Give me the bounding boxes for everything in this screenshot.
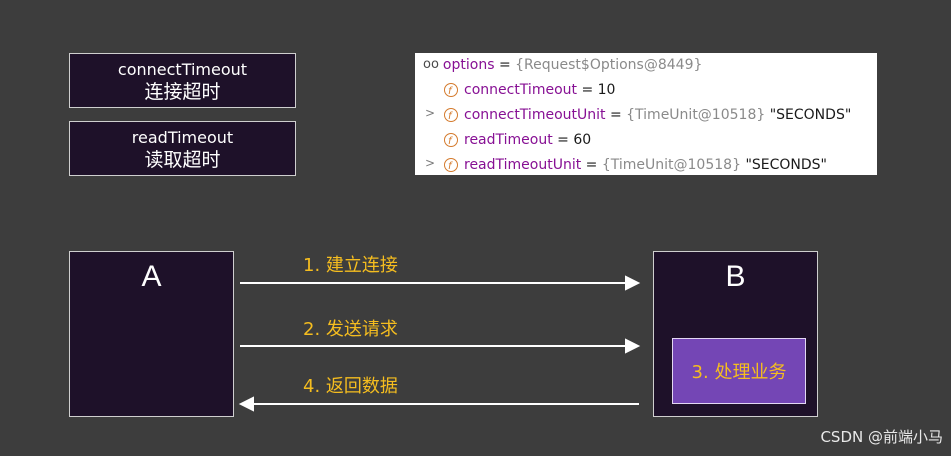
connect-timeout-label: connectTimeout (117, 59, 248, 79)
field-eq: = (557, 132, 569, 148)
field-icon (444, 105, 458, 129)
csdn-watermark: CSDN @前端小马 (820, 428, 943, 446)
connect-timeout-box: connectTimeout 连接超时 (69, 53, 296, 108)
step-connect-label: 1. 建立连接 (303, 255, 398, 276)
field-name: connectTimeoutUnit (464, 107, 606, 123)
arrow-return-head (238, 396, 254, 412)
field-icon (444, 80, 458, 104)
connect-timeout-caption: 连接超时 (144, 80, 221, 103)
field-eq: = (581, 82, 594, 98)
debug-row-connect-timeout[interactable]: connectTimeout = 10 (444, 78, 616, 104)
field-icon (444, 155, 458, 179)
expand-chevron-right-icon[interactable]: > (425, 106, 436, 120)
debug-row-read-timeout[interactable]: readTimeout = 60 (444, 128, 592, 154)
step-send-label: 2. 发送请求 (303, 319, 398, 340)
field-value: 10 (597, 82, 616, 98)
debug-row-read-timeout-unit[interactable]: readTimeoutUnit = {TimeUnit@10518} "SECO… (444, 153, 827, 179)
field-value: 60 (573, 132, 592, 148)
read-timeout-label: readTimeout (131, 127, 234, 147)
field-icon (444, 130, 458, 154)
node-a-label: A (141, 260, 162, 293)
field-eq: = (609, 107, 622, 123)
options-name: options (442, 57, 495, 73)
field-ref: {TimeUnit@10518} (626, 107, 766, 123)
watch-glasses-icon: oo (423, 57, 439, 72)
read-timeout-caption: 读取超时 (144, 148, 221, 171)
arrow-send-head (625, 338, 641, 354)
node-b-label: B (725, 260, 746, 293)
field-name: connectTimeout (464, 82, 577, 98)
options-ref: {Request$Options@8449} (515, 57, 703, 73)
read-timeout-box: readTimeout 读取超时 (69, 121, 296, 176)
expand-chevron-right-icon[interactable]: > (425, 156, 436, 170)
debug-row-connect-timeout-unit[interactable]: connectTimeoutUnit = {TimeUnit@10518} "S… (444, 103, 852, 129)
field-ref: {TimeUnit@10518} (601, 157, 741, 173)
step-return-label: 4. 返回数据 (303, 376, 398, 397)
debug-row-options[interactable]: oo options = {Request$Options@8449} (423, 53, 702, 77)
field-string: "SECONDS" (769, 107, 852, 123)
process-business-label: 3. 处理业务 (691, 362, 787, 383)
debugger-variables-panel: oo options = {Request$Options@8449} conn… (415, 53, 877, 179)
process-business-box: 3. 处理业务 (672, 338, 806, 404)
field-eq: = (585, 157, 598, 173)
options-eq: = (498, 57, 511, 73)
node-a-box: A (69, 251, 234, 417)
field-name: readTimeoutUnit (464, 157, 582, 173)
field-string: "SECONDS" (745, 157, 827, 173)
field-name: readTimeout (464, 132, 553, 148)
arrow-connect-head (625, 275, 641, 291)
